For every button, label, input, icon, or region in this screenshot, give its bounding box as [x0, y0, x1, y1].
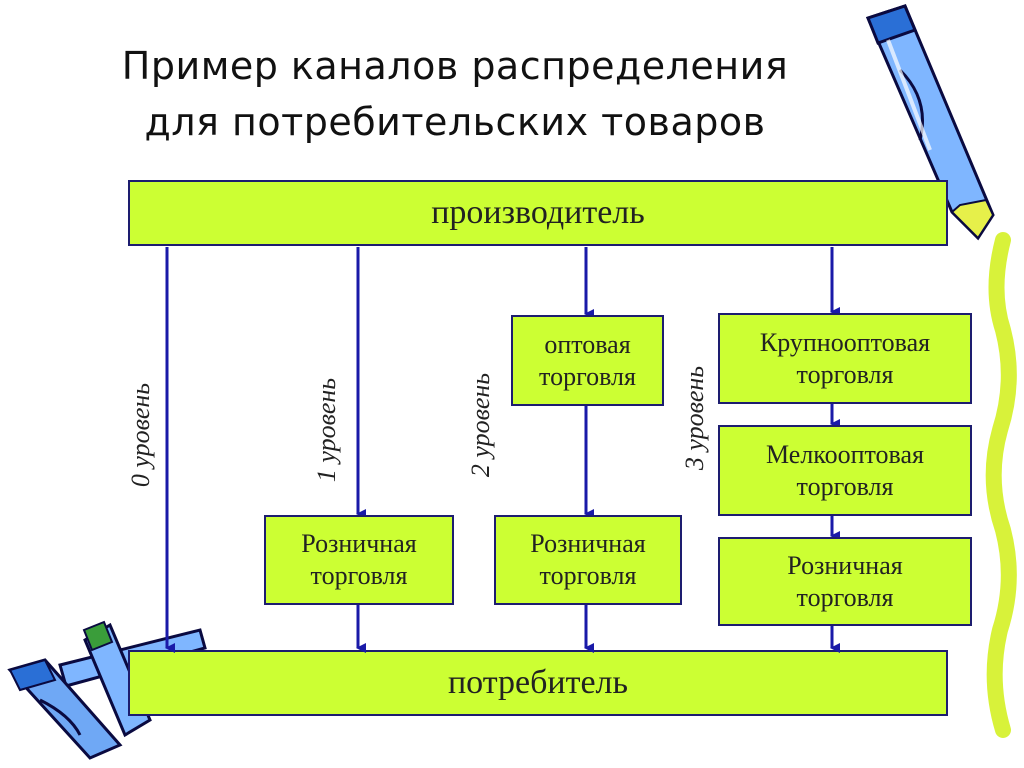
- retail-1-line-2: торговля: [310, 561, 408, 590]
- retail-2-line-2: торговля: [539, 561, 637, 590]
- retail-box-level-2: Розничная торговля: [494, 515, 682, 605]
- retail-2-line-1: Розничная: [530, 529, 646, 559]
- retail-1-line-1: Розничная: [301, 529, 417, 559]
- large-wholesale-line-1: Крупнооптовая: [759, 327, 931, 357]
- level-3-label: 3 уровень: [680, 365, 709, 471]
- large-wholesale-line-2: торговля: [796, 359, 894, 389]
- crayon-top-right-icon: [865, 4, 995, 241]
- page-title: Пример каналов распределения для потреби…: [0, 38, 910, 150]
- wholesale-line-1: оптовая: [544, 329, 631, 359]
- retail-box-level-1: Розничная торговля: [264, 515, 454, 605]
- consumer-label: потребитель: [447, 664, 629, 702]
- title-line-2: для потребительских товаров: [144, 100, 766, 144]
- level-0-label: 0 уровень: [126, 382, 155, 488]
- wholesale-line-2: торговля: [539, 361, 636, 391]
- level-1-label: 1 уровень: [312, 377, 341, 483]
- large-wholesale-box: Крупнооптовая торговля: [718, 313, 972, 404]
- small-wholesale-line-1: Мелкооптовая: [766, 439, 924, 469]
- retail-3-line-1: Розничная: [787, 550, 903, 580]
- consumer-box: потребитель: [128, 650, 948, 716]
- level-2-label: 2 уровень: [466, 372, 495, 478]
- producer-label: производитель: [431, 194, 645, 232]
- producer-box: производитель: [128, 180, 948, 246]
- wholesale-box: оптовая торговля: [511, 315, 664, 406]
- small-wholesale-line-2: торговля: [796, 471, 894, 501]
- retail-3-line-2: торговля: [796, 582, 894, 612]
- small-wholesale-box: Мелкооптовая торговля: [718, 425, 972, 516]
- wavy-line-icon: [985, 232, 1017, 738]
- title-line-1: Пример каналов распределения: [121, 44, 789, 88]
- retail-box-level-3: Розничная торговля: [718, 537, 972, 626]
